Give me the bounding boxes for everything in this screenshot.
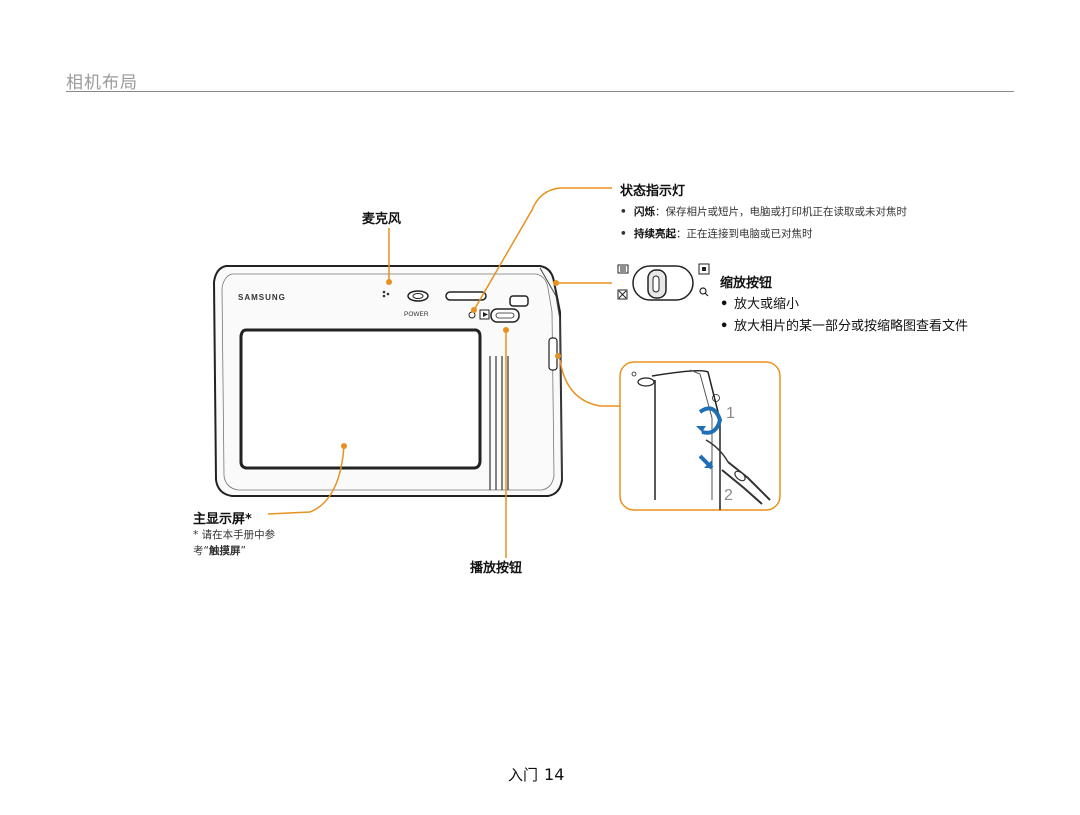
- camera-brand-text: SAMSUNG: [238, 293, 286, 302]
- note-line: * 请在本手册中参: [193, 529, 276, 541]
- zoom-item-text: 放大相片的某一部分或按缩略图查看文件: [734, 319, 969, 334]
- bullet-dot: •: [720, 297, 729, 312]
- camera-body: SAMSUNG POWER: [212, 265, 564, 497]
- zoom-item-text: 放大或缩小: [734, 297, 800, 312]
- note-term: 触摸屏: [208, 545, 241, 557]
- footer-section: 入门: [508, 766, 539, 784]
- microphone-label: 麦克风: [362, 212, 402, 227]
- status-lamp-item: • 持续亮起：正在连接到电脑或已对焦时: [620, 226, 813, 241]
- title-divider: [66, 91, 1014, 92]
- main-display-label: 主显示屏*: [193, 512, 252, 527]
- callout-lines: [267, 187, 620, 558]
- status-lamp-text: ：正在连接到电脑或已对焦时: [676, 228, 813, 240]
- note-line: 考“触摸屏”: [193, 543, 275, 559]
- bullet-dot: •: [720, 319, 729, 334]
- status-lamp-term: 持续亮起: [634, 228, 676, 240]
- zoom-lever-icon: [617, 263, 710, 301]
- note-suffix: ”: [240, 545, 246, 557]
- playback-button-label: 播放按钮: [470, 561, 523, 576]
- page-footer: 入门 14: [508, 764, 564, 785]
- section-title: 相机布局: [66, 73, 138, 93]
- status-lamp-item: • 闪烁：保存相片或短片，电脑或打印机正在读取或未对焦时: [620, 204, 907, 219]
- camera-power-text: POWER: [404, 311, 429, 318]
- zoom-button-label: 缩放按钮: [720, 276, 773, 291]
- strap-step-1-text: 1: [726, 405, 735, 422]
- bullet-dot: •: [620, 206, 627, 218]
- main-display-note: * 请在本手册中参 考“触摸屏”: [193, 527, 275, 559]
- zoom-item: • 放大相片的某一部分或按缩略图查看文件: [720, 315, 968, 334]
- status-lamp-text: ：保存相片或短片，电脑或打印机正在读取或未对焦时: [655, 206, 907, 218]
- note-prefix: 考“: [193, 545, 209, 557]
- strap-inset: 1 2: [619, 361, 781, 511]
- strap-step-2-text: 2: [724, 487, 733, 504]
- status-lamp-label: 状态指示灯: [620, 184, 686, 199]
- zoom-item: • 放大或缩小: [720, 293, 799, 312]
- page-number: 14: [544, 765, 565, 784]
- status-lamp-term: 闪烁: [634, 206, 655, 218]
- bullet-dot: •: [620, 228, 627, 240]
